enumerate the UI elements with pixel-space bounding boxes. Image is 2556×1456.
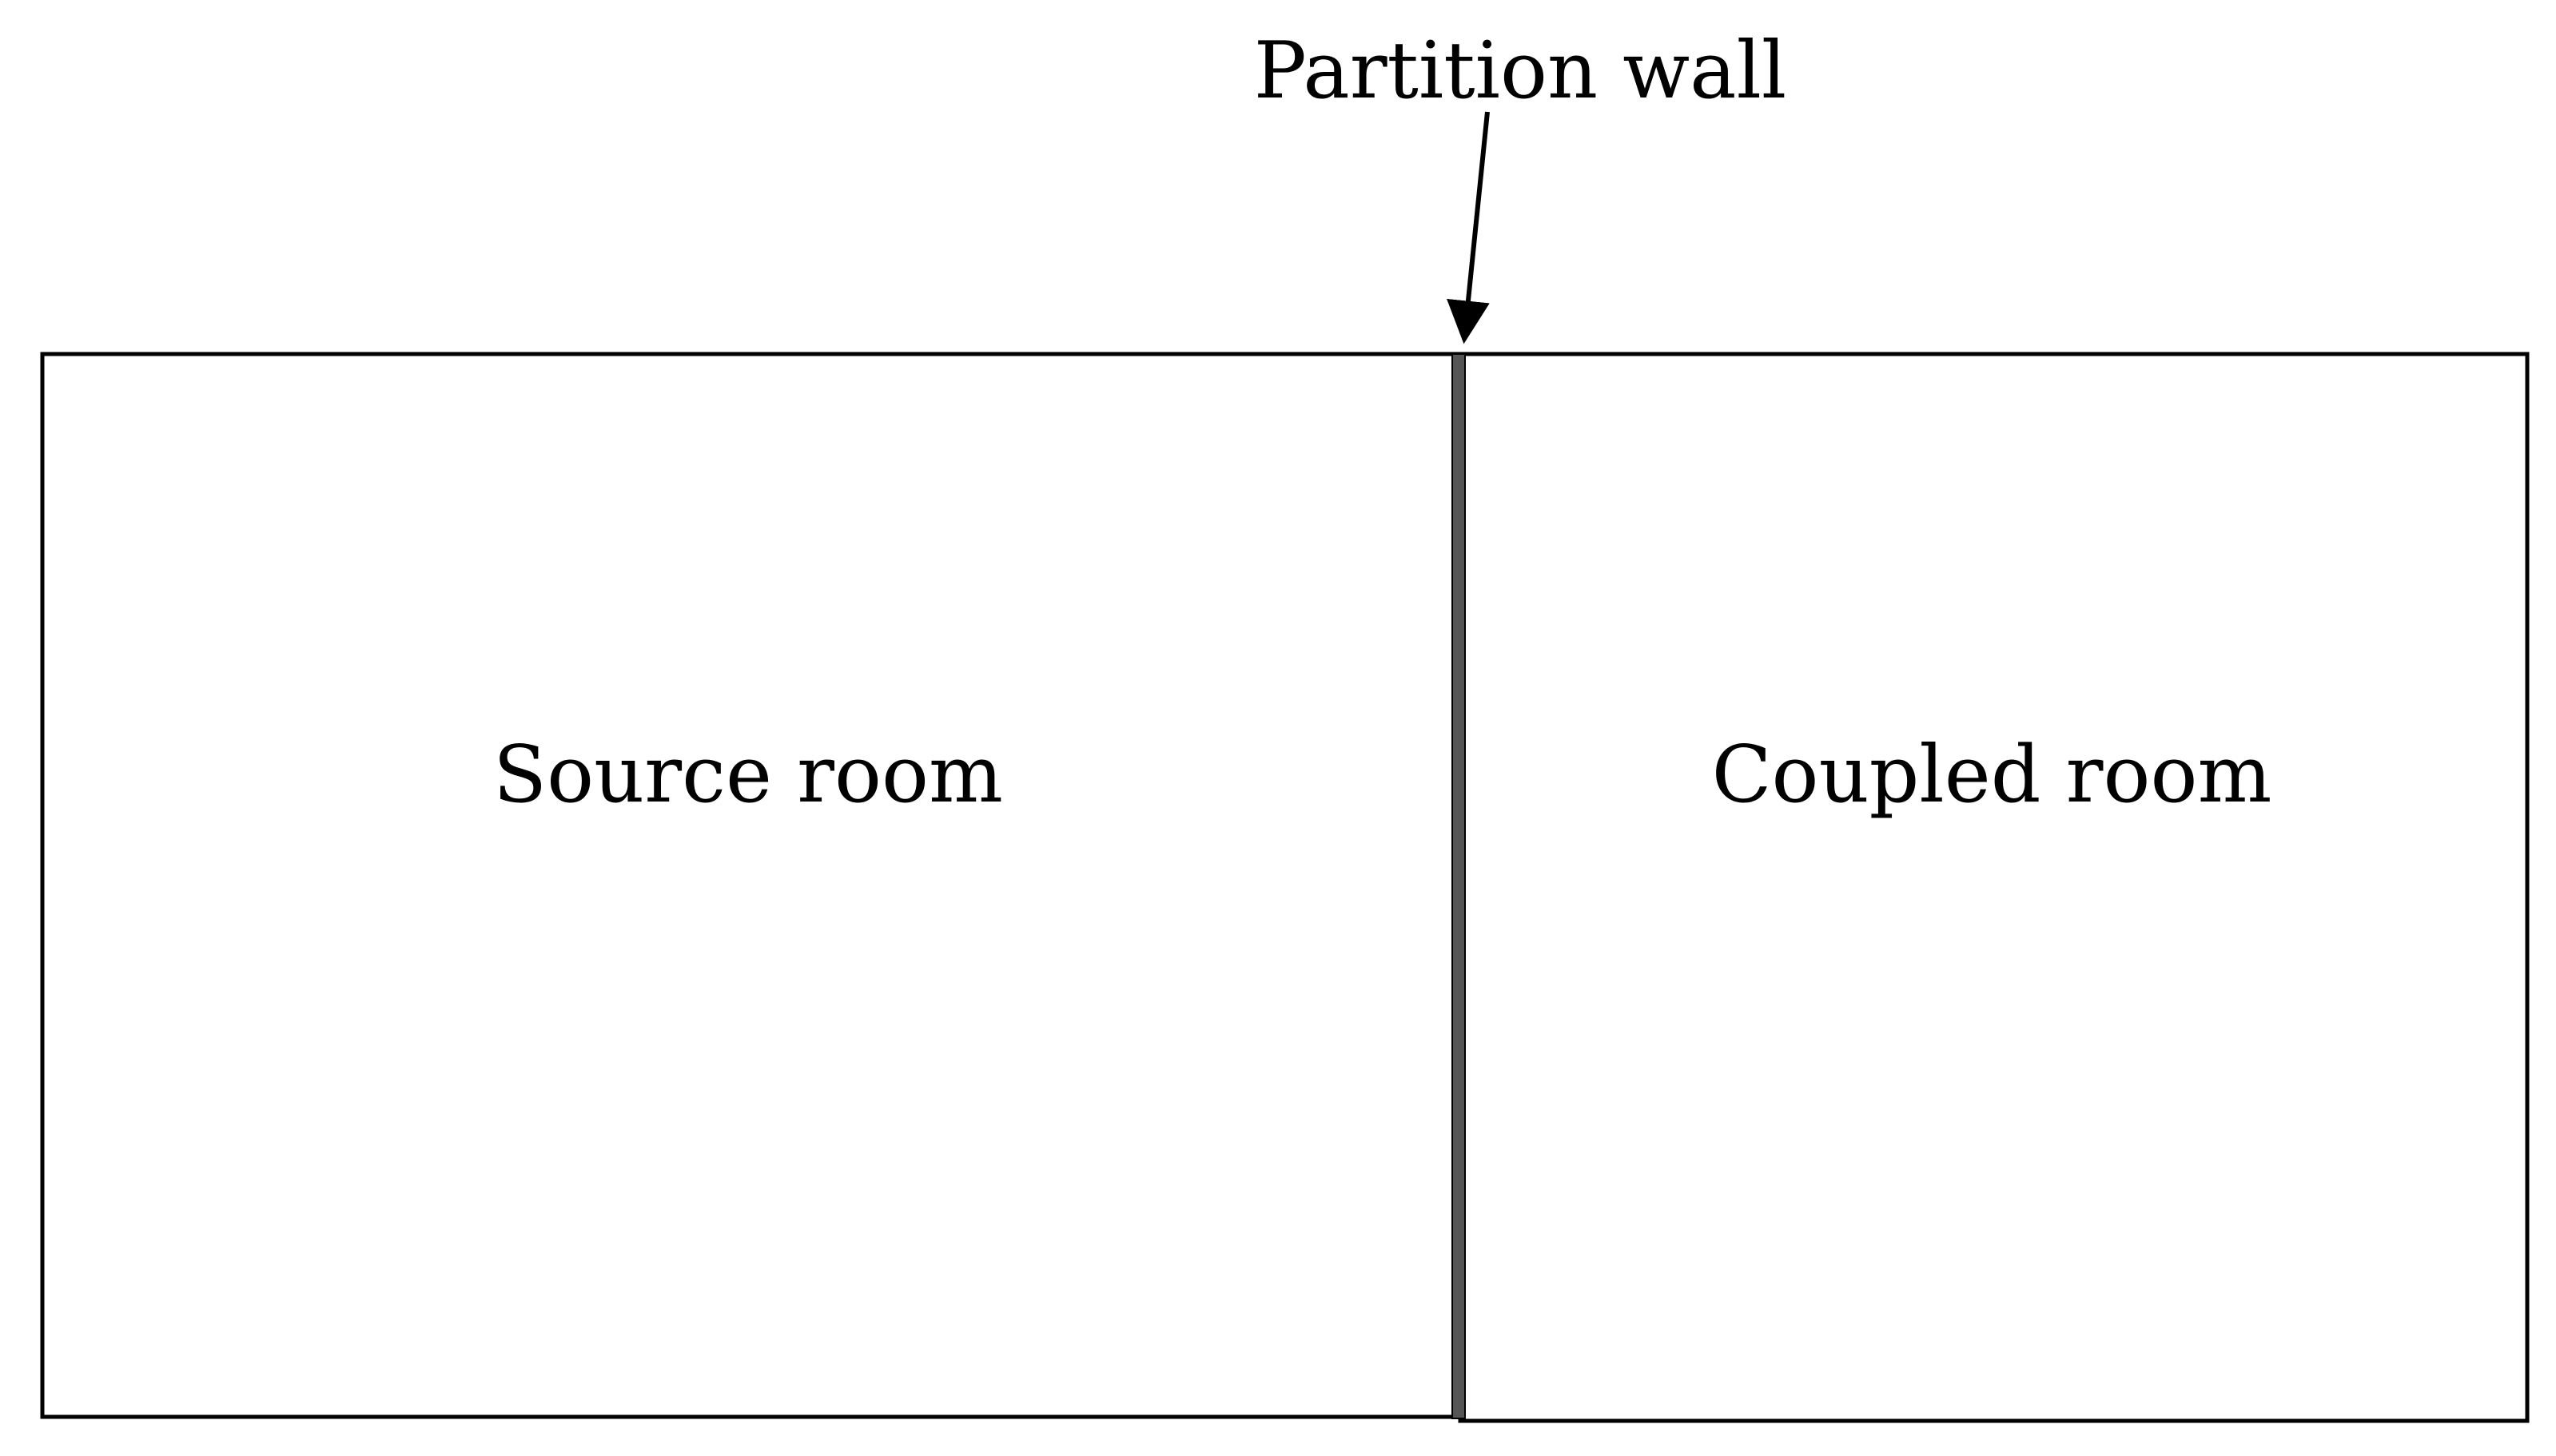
coupled-room-label: Coupled room <box>1712 730 2272 821</box>
source-room-label: Source room <box>493 730 1003 821</box>
partition-wall-label: Partition wall <box>1254 26 1787 117</box>
partition-wall-arrow <box>1447 111 1490 344</box>
source-room-outline <box>40 352 1463 1419</box>
coupled-room-outline <box>1458 352 2530 1423</box>
partition-wall <box>1451 353 1466 1419</box>
